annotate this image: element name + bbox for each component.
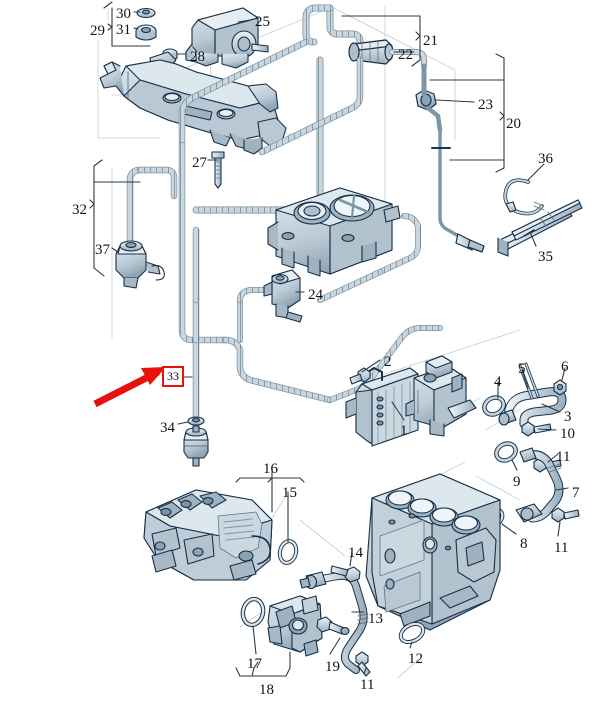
- part-egr-cooler-1: [345, 367, 419, 447]
- part-washer-30: [136, 7, 156, 19]
- callout-19: 19: [325, 659, 340, 675]
- part-hose-clamp-36: [503, 178, 545, 216]
- part-hose-clip-34: [187, 416, 205, 426]
- callout-29: 29: [90, 23, 105, 39]
- callout-20: 20: [506, 116, 521, 132]
- callout-36: 36: [538, 151, 553, 167]
- callout-11-b: 11: [554, 540, 569, 556]
- part-solenoid-valve-24: [263, 269, 303, 323]
- callout-3: 3: [564, 409, 572, 425]
- part-inline-filter: [183, 425, 209, 467]
- part-gasket-12: [398, 621, 426, 645]
- callout-32: 32: [72, 202, 87, 218]
- callout-4: 4: [494, 374, 502, 390]
- part-o-ring-15: [277, 539, 299, 565]
- part-egr-valve-body: [405, 355, 477, 437]
- part-seal-ring-4: [482, 395, 506, 417]
- part-bolt-10: [521, 421, 552, 437]
- part-vacuum-pump-25: [185, 7, 269, 69]
- part-bolt-2: [349, 367, 371, 385]
- callout-9: 9: [513, 474, 521, 490]
- callout-30: 30: [116, 6, 131, 22]
- callout-11-a: 11: [556, 449, 571, 465]
- part-rubber-bush-31: [135, 24, 157, 41]
- callout-5: 5: [518, 361, 526, 377]
- callout-31: 31: [116, 22, 131, 38]
- callout-1: 1: [400, 423, 408, 439]
- callout-2: 2: [384, 354, 392, 370]
- part-mounting-bracket-29: [99, 51, 287, 155]
- part-nut-6: [553, 379, 567, 396]
- callout-27: 27: [192, 155, 207, 171]
- part-intake-manifold-16: [143, 489, 273, 581]
- part-bolt-11-c: [355, 651, 371, 677]
- part-coolant-pipe-3: [498, 362, 567, 429]
- callout-14: 14: [348, 545, 363, 561]
- callout-7: 7: [572, 485, 580, 501]
- part-vacuum-actuator-37: [115, 240, 165, 289]
- part-bolt-14: [330, 565, 361, 583]
- part-engine-block: [365, 473, 501, 631]
- callout-16: 16: [263, 461, 278, 477]
- callout-17: 17: [247, 656, 262, 672]
- callout-34: 34: [160, 420, 175, 436]
- part-seal-ring-9: [494, 441, 518, 463]
- part-vacuum-connector-23: [415, 89, 437, 111]
- callout-37: 37: [95, 242, 110, 258]
- callout-23: 23: [478, 97, 493, 113]
- callout-12: 12: [408, 651, 423, 667]
- callout-11-c: 11: [360, 677, 375, 693]
- callout-22: 22: [398, 47, 413, 63]
- callout-13: 13: [368, 611, 383, 627]
- red-pointer-arrow: [93, 367, 166, 408]
- part-vacuum-lines-network: [126, 4, 485, 424]
- callout-25: 25: [255, 14, 270, 30]
- part-bolt-11-b: [551, 507, 580, 523]
- callout-8: 8: [520, 536, 528, 552]
- part-bolt-19: [316, 616, 350, 635]
- callout-28: 28: [190, 49, 205, 65]
- callout-15: 15: [282, 485, 297, 501]
- part-bolt-27: [211, 151, 225, 189]
- callout-21: 21: [423, 33, 438, 49]
- callout-10: 10: [560, 426, 575, 442]
- callout-18: 18: [259, 682, 274, 698]
- part-throttle-valve-18: [267, 595, 323, 657]
- highlighted-callout-33: 33: [162, 366, 184, 387]
- callout-6: 6: [561, 359, 569, 375]
- part-connector-rail-35: [497, 199, 583, 257]
- callout-24: 24: [308, 287, 323, 303]
- callout-35: 35: [538, 249, 553, 265]
- part-o-ring-17: [240, 596, 266, 628]
- part-engine-cover-center: [267, 187, 401, 277]
